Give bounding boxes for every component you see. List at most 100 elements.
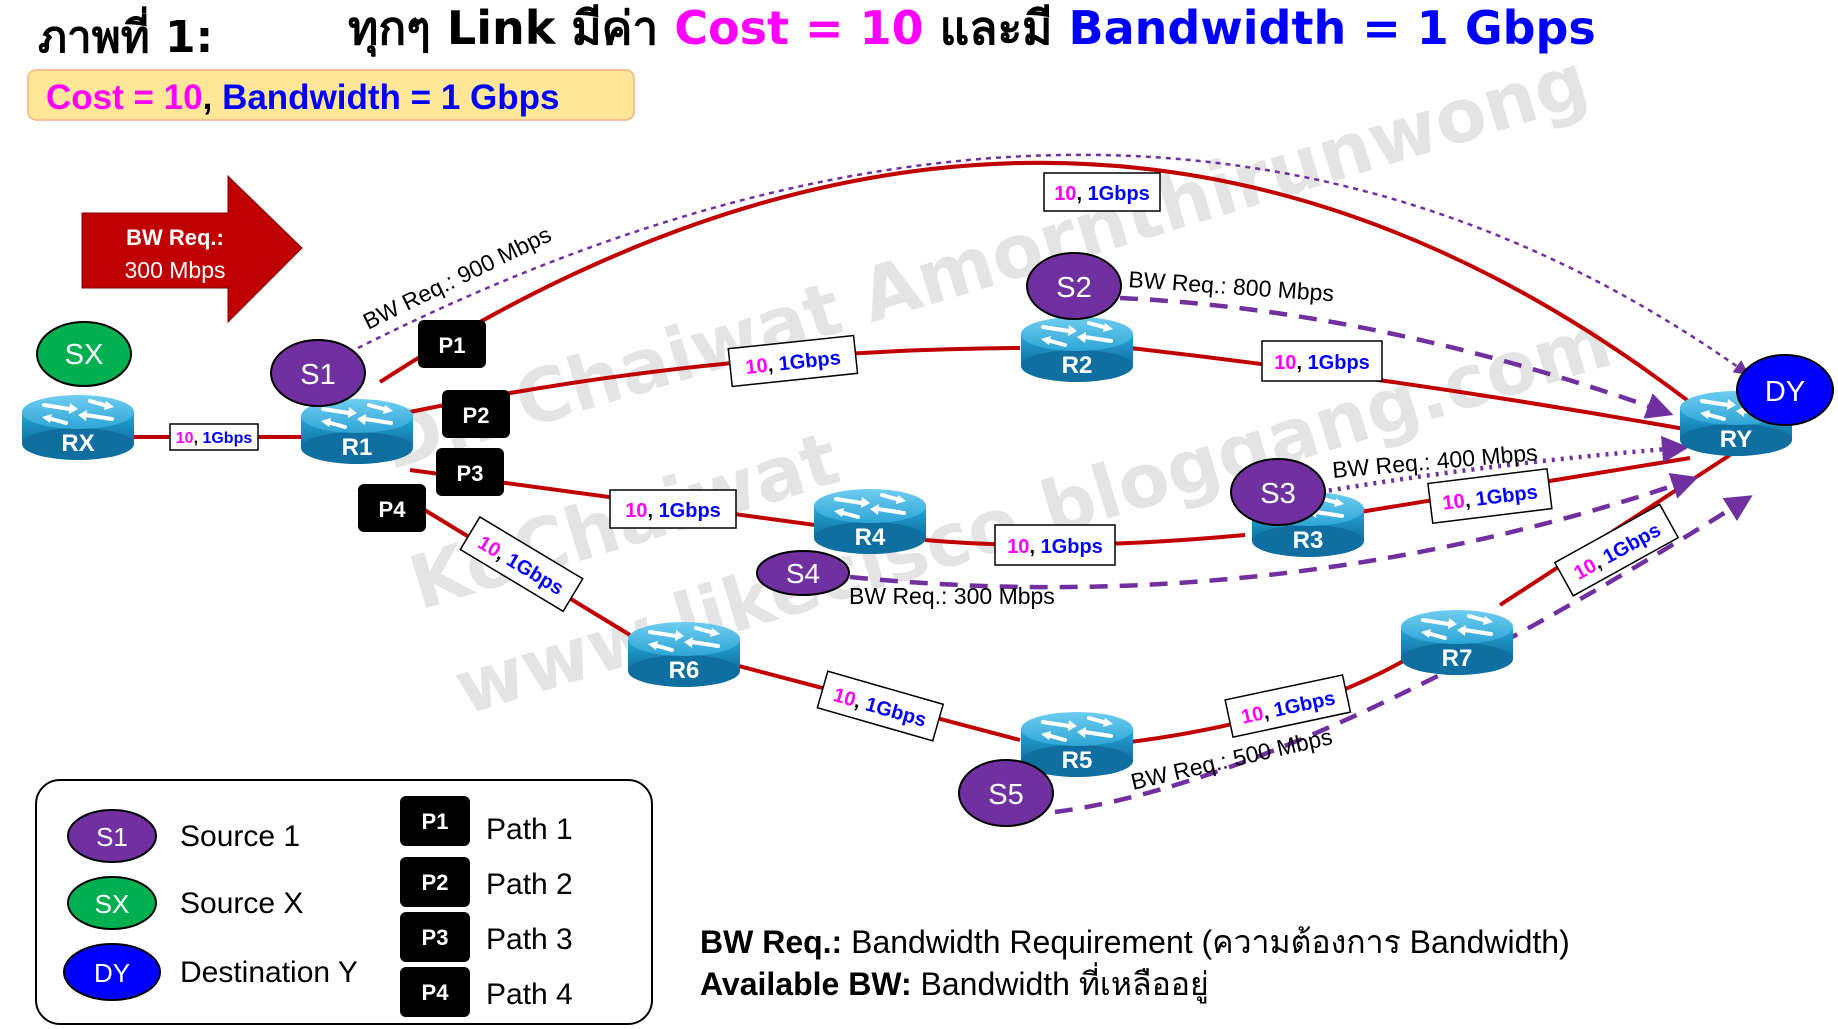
node-s1-label: S1	[300, 359, 335, 391]
banner-bandwidth: Bandwidth = 1 Gbps	[222, 78, 559, 117]
node-s5-label: S5	[988, 779, 1023, 811]
router-r3-icon: R3	[1250, 490, 1366, 559]
path-markers: P1 P2 P3 P4	[358, 320, 510, 532]
legend-item-p2: P2 Path 2	[400, 857, 573, 907]
path-marker-p1-label: P1	[439, 333, 466, 358]
definition-bw-req: BW Req.: Bandwidth Requirement (ความต้อง…	[700, 924, 1570, 960]
router-r1-icon: R1	[299, 397, 415, 466]
flow-s4-arrow	[849, 473, 1699, 590]
endpoints: SX S1 S2 S3 S4 S5 DY	[36, 252, 1834, 827]
svg-text:10, 1Gbps: 10, 1Gbps	[1007, 536, 1103, 558]
link-label-r1-r4: 10, 1Gbps	[609, 489, 737, 529]
router-r6-icon: R6	[626, 620, 742, 689]
link-label-r2-ry: 10, 1Gbps	[1261, 340, 1383, 382]
flow-s1-arrow	[357, 153, 1750, 375]
router-r4-icon: R4	[812, 487, 928, 556]
link-label-r4-r3: 10, 1Gbps	[994, 524, 1116, 566]
flow-s1-label: BW Req.: 900 Mbps	[359, 221, 555, 335]
legend-item-sx: SX Source X	[67, 876, 303, 930]
router-r7-label: R7	[1442, 645, 1473, 672]
node-s4-label: S4	[786, 558, 820, 589]
router-r5-label: R5	[1062, 747, 1093, 774]
definition-avail-text: Bandwidth ที่เหลืออยู่	[912, 962, 1209, 1004]
legend-swatch-sx: SX	[95, 889, 130, 919]
legend-label-p2: Path 2	[486, 868, 573, 901]
flow-s5-label: BW Req.: 500 Mbps	[1128, 723, 1334, 795]
page-title: ทุกๆ Link มีค่า Cost = 10 และมี Bandwidt…	[348, 1, 1596, 57]
node-s3-label: S3	[1260, 478, 1295, 510]
legend-swatch-p4: P4	[422, 980, 450, 1005]
legend-label-dy: Destination Y	[180, 956, 358, 989]
node-dy: DY	[1736, 354, 1834, 426]
legend-label-p1: Path 1	[486, 813, 573, 846]
node-s2-label: S2	[1056, 272, 1091, 304]
legend-label-p4: Path 4	[486, 978, 573, 1011]
legend: S1 Source 1 SX Source X DY Destination Y…	[35, 779, 653, 1025]
summary-banner-text: Cost = 10, Bandwidth = 1 Gbps	[46, 78, 559, 117]
legend-item-p3: P3 Path 3	[400, 912, 573, 962]
link-label-r3-ry: 10, 1Gbps	[1427, 468, 1553, 525]
link-labels: 10, 1Gbps 10, 1Gbps 10, 1Gbps 10, 1Gbps …	[169, 172, 1680, 742]
router-ry-label: RY	[1720, 426, 1752, 453]
path-marker-p2: P2	[442, 390, 510, 438]
title-part2: และมี	[924, 1, 1069, 55]
figure-label: ภาพที่ 1:	[38, 6, 213, 63]
flow-s4-label: BW Req.: 300 Mbps	[849, 583, 1055, 609]
node-sx: SX	[36, 321, 132, 387]
flow-s5-arrow	[1054, 495, 1753, 815]
svg-text:10, 1Gbps: 10, 1Gbps	[1274, 352, 1370, 374]
path-marker-p3: P3	[436, 448, 504, 496]
link-r1-ry-top	[378, 160, 1702, 412]
router-r5-icon: R5	[1019, 710, 1135, 779]
legend-label-p3: Path 3	[486, 923, 573, 956]
title-part1: ทุกๆ Link มีค่า	[348, 1, 674, 57]
legend-label-sx: Source X	[180, 887, 303, 920]
definition-available-bw: Available BW: Bandwidth ที่เหลืออยู่	[700, 962, 1209, 1004]
path-marker-p3-label: P3	[457, 461, 484, 486]
legend-item-dy: DY Destination Y	[63, 943, 358, 1001]
legend-swatch-p1: P1	[422, 809, 449, 834]
title-cost: Cost = 10	[674, 1, 923, 55]
link-r2-ry	[1129, 346, 1691, 432]
definition-bw-term: BW Req.:	[700, 924, 842, 960]
flows	[357, 153, 1753, 815]
banner-cost: Cost = 10	[46, 78, 203, 117]
banner-comma: ,	[203, 78, 222, 117]
path-marker-p2-label: P2	[463, 403, 490, 428]
legend-swatch-p3: P3	[422, 925, 449, 950]
router-r2-label: R2	[1062, 352, 1093, 379]
router-rx-icon: RX	[20, 393, 136, 462]
svg-text:10, 1Gbps: 10, 1Gbps	[176, 430, 253, 447]
routers: RX R1 R2 R3 R4 R5 R6 R7 RY	[20, 315, 1794, 779]
legend-swatch-p2: P2	[422, 870, 449, 895]
summary-banner	[27, 69, 635, 121]
router-rx-label: RX	[61, 430, 94, 457]
legend-box	[35, 779, 653, 1025]
definition-bw-text: Bandwidth Requirement (ความต้องการ Bandw…	[842, 924, 1570, 960]
legend-swatch-s1: S1	[96, 822, 128, 852]
router-ry-icon: RY	[1678, 389, 1794, 458]
path-marker-p1: P1	[418, 320, 486, 368]
link-label-r1-ry-top: 10, 1Gbps	[1043, 172, 1161, 212]
link-label-r1-r2: 10, 1Gbps	[727, 334, 859, 388]
definition-avail-term: Available BW:	[700, 966, 912, 1002]
svg-text:10, 1Gbps: 10, 1Gbps	[625, 500, 721, 522]
node-s4: S4	[756, 550, 850, 596]
legend-label-s1: Source 1	[180, 820, 300, 853]
router-r4-label: R4	[855, 524, 886, 551]
router-r1-label: R1	[342, 434, 373, 461]
node-s5: S5	[958, 759, 1054, 827]
link-label-r6-r5: 10, 1Gbps	[816, 670, 945, 742]
path-marker-p4-label: P4	[379, 497, 407, 522]
node-dy-label: DY	[1765, 376, 1805, 408]
router-r2-icon: R2	[1019, 315, 1135, 384]
legend-swatch-dy: DY	[94, 958, 130, 988]
flow-s3-arrow	[1319, 435, 1689, 495]
title-bandwidth: Bandwidth = 1 Gbps	[1069, 1, 1596, 55]
bw-request-arrow	[81, 174, 303, 324]
router-r6-label: R6	[669, 657, 700, 684]
path-marker-p4: P4	[358, 484, 426, 532]
node-s2: S2	[1026, 252, 1122, 320]
flow-s2-arrow	[1119, 295, 1674, 419]
